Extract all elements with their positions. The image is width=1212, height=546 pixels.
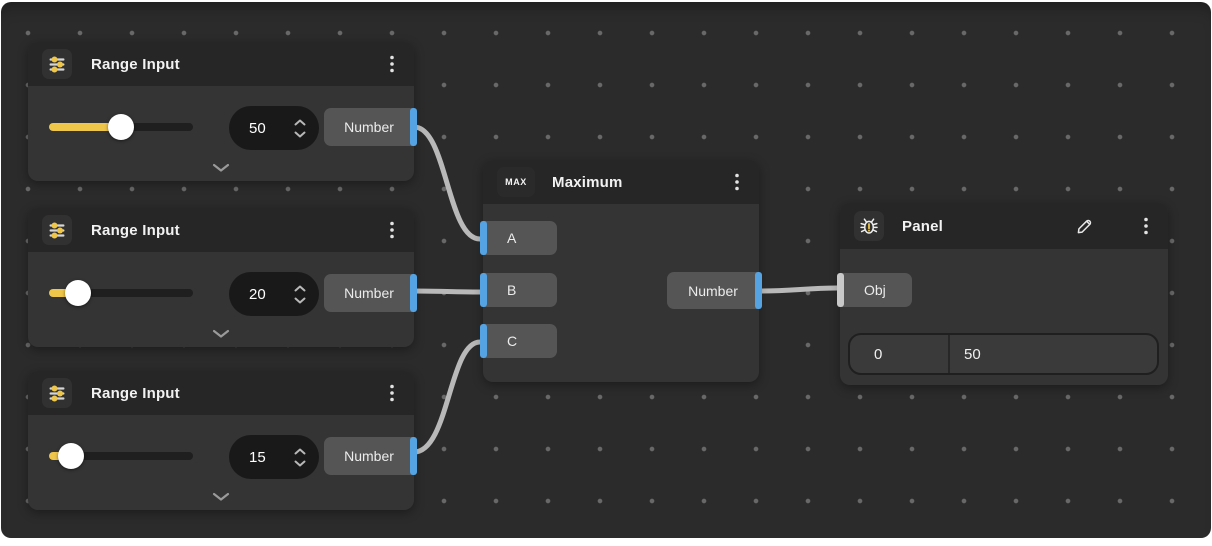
node-title: Panel — [902, 217, 944, 235]
chevron-down-icon[interactable] — [212, 325, 230, 343]
node-title: Range Input — [91, 384, 180, 402]
input-port-b[interactable]: B — [480, 273, 557, 307]
slider-track[interactable] — [49, 289, 193, 297]
object-port-connector[interactable] — [837, 273, 844, 307]
node-header[interactable]: MAX Maximum — [483, 160, 759, 204]
kebab-menu-icon[interactable] — [384, 384, 400, 402]
range-input-node-3: Range Input 15 Number — [28, 371, 417, 510]
range-slider[interactable] — [49, 114, 193, 140]
chevron-down-icon[interactable] — [212, 159, 230, 177]
node-header[interactable]: Range Input — [28, 42, 414, 86]
wire-range3-to-max-c[interactable] — [411, 339, 483, 455]
panel-node: Panel Obj 0 50 — [837, 203, 1168, 385]
table-cell-index: 0 — [850, 335, 950, 373]
port-label: Number — [344, 285, 394, 301]
number-port-connector[interactable] — [480, 324, 487, 358]
number-port-connector[interactable] — [755, 272, 762, 309]
max-badge-icon: MAX — [497, 167, 535, 197]
node-title: Maximum — [552, 173, 623, 191]
number-stepper[interactable]: 15 — [229, 435, 319, 479]
range-slider[interactable] — [49, 280, 193, 306]
slider-track[interactable] — [49, 452, 193, 460]
port-label: Number — [344, 448, 394, 464]
output-port-number[interactable]: Number — [324, 108, 417, 146]
wire-range1-to-max-a[interactable] — [411, 124, 483, 242]
stepper-value[interactable]: 20 — [249, 285, 266, 303]
input-port-a[interactable]: A — [480, 221, 557, 255]
kebab-menu-icon[interactable] — [384, 221, 400, 239]
number-port-connector[interactable] — [480, 273, 487, 307]
range-input-node-1: Range Input 50 Number — [28, 42, 417, 181]
node-title: Range Input — [91, 221, 180, 239]
node-title: Range Input — [91, 55, 180, 73]
stepper-up-icon[interactable] — [294, 448, 306, 455]
pencil-edit-icon[interactable] — [1075, 217, 1094, 236]
port-label: A — [507, 230, 517, 246]
bug-icon — [854, 211, 884, 241]
kebab-menu-icon[interactable] — [384, 55, 400, 73]
port-label: C — [507, 333, 518, 349]
number-port-connector[interactable] — [410, 437, 417, 475]
wire-max-to-panel[interactable] — [759, 285, 840, 294]
number-port-connector[interactable] — [480, 221, 487, 255]
slider-thumb[interactable] — [64, 280, 91, 306]
node-header[interactable]: Range Input — [28, 208, 414, 252]
maximum-node: MAX Maximum A B C Number — [480, 160, 762, 382]
stepper-up-icon[interactable] — [294, 119, 306, 126]
stepper-down-icon[interactable] — [294, 131, 306, 138]
node-header[interactable]: Range Input — [28, 371, 414, 415]
output-port-number[interactable]: Number — [324, 437, 417, 475]
port-label: Number — [688, 282, 738, 299]
output-port-number[interactable]: Number — [667, 272, 762, 309]
range-slider[interactable] — [49, 443, 193, 469]
node-header[interactable]: Panel — [840, 203, 1168, 249]
number-port-connector[interactable] — [410, 274, 417, 312]
number-port-connector[interactable] — [410, 108, 417, 146]
stepper-down-icon[interactable] — [294, 297, 306, 304]
sliders-icon — [42, 215, 72, 245]
kebab-menu-icon[interactable] — [729, 173, 745, 191]
chevron-down-icon[interactable] — [212, 488, 230, 506]
slider-fill — [49, 289, 78, 297]
sliders-icon — [42, 378, 72, 408]
stepper-down-icon[interactable] — [294, 460, 306, 467]
slider-thumb[interactable] — [57, 443, 84, 469]
port-label: Obj — [864, 282, 886, 298]
slider-fill — [49, 123, 121, 131]
table-cell-value: 50 — [964, 345, 981, 363]
sliders-icon — [42, 49, 72, 79]
number-stepper[interactable]: 20 — [229, 272, 319, 316]
input-port-obj[interactable]: Obj — [837, 273, 912, 307]
stepper-value[interactable]: 15 — [249, 448, 266, 466]
kebab-menu-icon[interactable] — [1138, 217, 1154, 235]
wire-range2-to-max-b[interactable] — [411, 288, 483, 295]
stepper-up-icon[interactable] — [294, 285, 306, 292]
number-stepper[interactable]: 50 — [229, 106, 319, 150]
slider-thumb[interactable] — [108, 114, 134, 140]
input-port-c[interactable]: C — [480, 324, 557, 358]
port-label: B — [507, 282, 517, 298]
stepper-value[interactable]: 50 — [249, 119, 266, 137]
panel-value-table: 0 50 — [848, 333, 1159, 375]
port-label: Number — [344, 119, 394, 135]
range-input-node-2: Range Input 20 Number — [28, 208, 417, 347]
output-port-number[interactable]: Number — [324, 274, 417, 312]
